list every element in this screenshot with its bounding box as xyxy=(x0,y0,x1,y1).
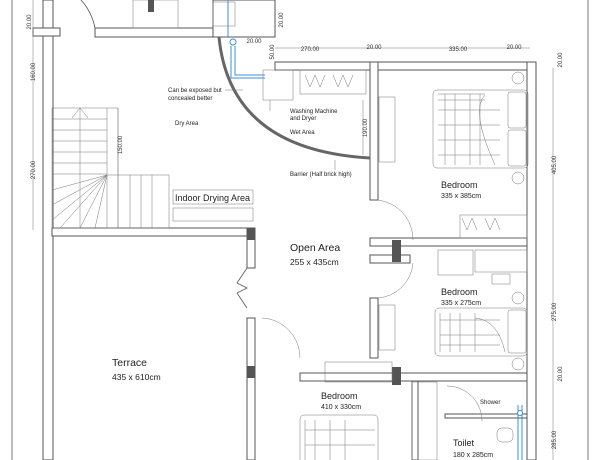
wall-unit-2 xyxy=(378,304,396,351)
pipe-note-2: concealed better xyxy=(168,96,212,102)
dim-pipe-gap: 20.00 xyxy=(246,39,262,45)
indoor-drying-label-box xyxy=(172,189,254,205)
dim-left-3: 270.00 xyxy=(31,160,37,179)
dim-top-wall-right: 20.00 xyxy=(279,12,285,28)
bed-3 xyxy=(299,414,379,460)
washing-machine xyxy=(262,69,294,101)
shower-label: Shower xyxy=(480,400,500,406)
dim-left-2: 160.00 xyxy=(31,62,37,81)
terrace-name: Terrace xyxy=(112,357,147,369)
doors xyxy=(236,199,483,422)
drying-rack xyxy=(172,207,254,222)
nightstand-lamp xyxy=(511,171,525,185)
door-swing-top xyxy=(80,0,96,29)
barrier-label: Barrier (Half brick high) xyxy=(290,172,352,178)
terrace-size: 435 x 610cm xyxy=(112,372,161,382)
curved-barrier xyxy=(217,36,371,160)
kitchen-fixture xyxy=(132,0,179,29)
wardrobe-2 xyxy=(437,249,474,276)
dim-right-1: 20.00 xyxy=(558,52,564,68)
bedroom1-name: Bedroom xyxy=(441,180,478,190)
washing-label-1: Washing Machine xyxy=(290,109,338,115)
washbasin xyxy=(496,427,514,443)
toilet-name: Toilet xyxy=(453,438,475,448)
bed-1 xyxy=(432,89,529,169)
bedroom2-name: Bedroom xyxy=(441,287,478,297)
open-area-size: 255 x 435cm xyxy=(290,257,339,267)
wall-unit xyxy=(378,96,396,163)
wardrobe-3 xyxy=(411,381,438,460)
bedroom3-name: Bedroom xyxy=(321,391,358,401)
dim-right-5: 285.00 xyxy=(552,430,558,449)
dim-right-4: 20.00 xyxy=(558,366,564,382)
indoor-drying-label: Indoor Drying Area xyxy=(175,193,250,203)
staircase xyxy=(51,107,170,229)
desk xyxy=(474,249,528,273)
nightstand-lamp xyxy=(511,71,525,85)
water-pipe xyxy=(227,0,523,460)
open-area-name: Open Area xyxy=(290,242,340,254)
pipe-note-1: Can be exposed but xyxy=(168,88,222,94)
bedroom2-size: 335 x 275cm xyxy=(441,300,481,307)
dim-top-4: 20.00 xyxy=(506,45,522,51)
dim-pipe-depth: 50.00 xyxy=(270,44,276,60)
wet-area-counter xyxy=(299,69,367,95)
walls xyxy=(32,0,537,460)
wall-unit-3 xyxy=(324,361,393,383)
washing-label-2: and Dryer xyxy=(290,116,316,122)
desk-chair xyxy=(491,273,511,285)
dry-area-label: Dry Area xyxy=(175,121,199,127)
bedroom3-size: 410 x 330cm xyxy=(321,404,361,411)
kitchen-appliance xyxy=(148,0,154,12)
dim-top-1: 270.00 xyxy=(301,47,320,53)
nightstand-lamp xyxy=(511,357,525,371)
dim-stairs: 150.00 xyxy=(118,135,124,154)
dim-wet-wall: 190.00 xyxy=(363,118,369,137)
dim-right-2: 405.00 xyxy=(552,155,558,174)
bed-2 xyxy=(434,307,528,357)
dim-top-3: 335.00 xyxy=(449,47,468,53)
wet-area-label: Wet Area xyxy=(290,130,315,136)
toilet-size: 180 x 285cm xyxy=(453,452,493,459)
dim-right-3: 275.00 xyxy=(552,302,558,321)
wardrobe xyxy=(459,214,528,239)
bedroom1-size: 335 x 385cm xyxy=(441,193,481,200)
dim-left-1: 20.00 xyxy=(27,14,33,30)
nightstand-lamp xyxy=(511,291,525,305)
wardrobe-hatch xyxy=(461,217,501,231)
dim-top-2: 20.00 xyxy=(366,45,382,51)
counter-hatch xyxy=(304,74,354,88)
washing-machine-top xyxy=(212,1,236,27)
